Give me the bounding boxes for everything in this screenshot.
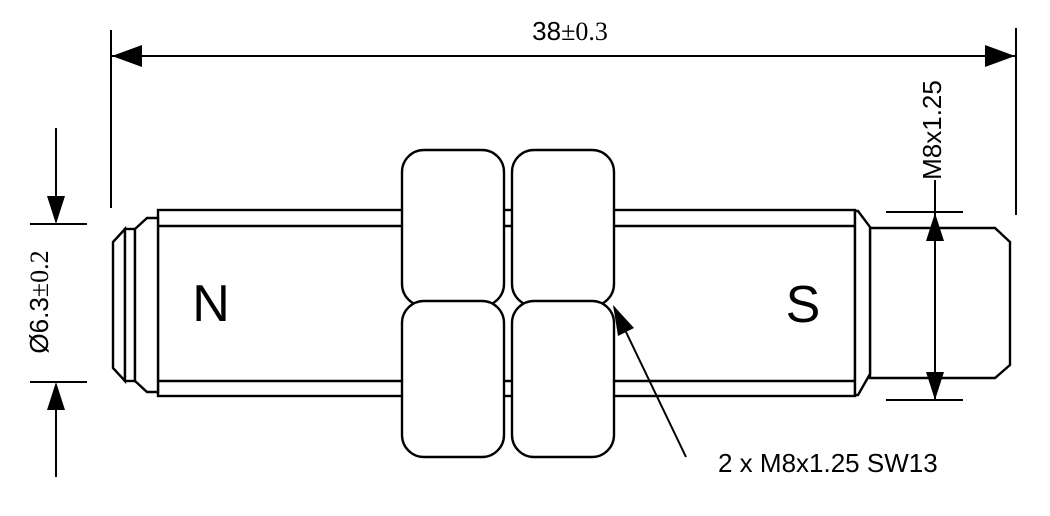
left-end-ring <box>123 227 137 383</box>
pole-label-south: S <box>786 276 821 334</box>
dimension-overall-length: 38±0.3 <box>110 16 1017 215</box>
dimension-thread: M8x1.25 <box>886 80 963 401</box>
hex-nut-right-upper-flat <box>510 148 616 308</box>
left-collar <box>133 216 160 394</box>
body-diameter-tolerance: ±0.2 <box>25 250 54 297</box>
pole-label-north: N <box>192 275 230 333</box>
right-collar <box>853 209 872 397</box>
right-thread-end <box>868 226 1012 380</box>
overall-length-tolerance: ±0.3 <box>561 17 608 46</box>
hex-nut-left-upper-flat <box>400 148 506 308</box>
overall-length-text: 38±0.3 <box>532 16 608 46</box>
arrowhead-right-icon <box>985 45 1015 67</box>
hex-nut-left-lower-flat <box>400 299 506 459</box>
hex-nut-right <box>510 148 616 459</box>
arrowhead-up-icon <box>47 382 65 410</box>
left-end-cap <box>111 225 127 385</box>
leader-arrowhead-icon <box>613 305 634 336</box>
part-body <box>156 208 857 398</box>
hex-nut-right-lower-flat <box>510 299 616 459</box>
arrowhead-up-icon <box>926 213 944 241</box>
arrowhead-down-icon <box>47 196 65 224</box>
body-diameter-value: Ø6.3 <box>24 297 54 353</box>
hex-nut-left <box>400 148 506 459</box>
overall-length-value: 38 <box>532 16 561 46</box>
arrowhead-down-icon <box>926 372 944 400</box>
nut-note-text: 2 x M8x1.25 SW13 <box>718 448 938 478</box>
dimension-body-diameter: Ø6.3±0.2 <box>24 128 87 477</box>
body-diameter-text: Ø6.3±0.2 <box>24 250 54 353</box>
part-view: N S <box>111 148 1012 459</box>
thread-label-text: M8x1.25 <box>917 80 947 180</box>
annotation-nut-note: 2 x M8x1.25 SW13 <box>613 305 938 478</box>
arrowhead-left-icon <box>112 45 142 67</box>
